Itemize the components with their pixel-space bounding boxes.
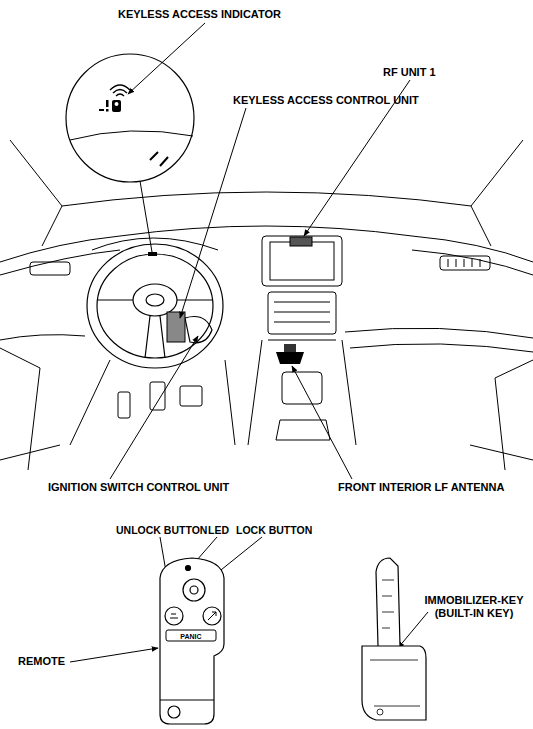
remote-fob-part (168, 706, 180, 718)
magnifier-callout-part (66, 54, 194, 182)
dashboard-outline-part (412, 250, 533, 275)
remote-fob-part (186, 566, 191, 571)
steering-wheel-part (87, 244, 223, 368)
leader-lines-part (110, 336, 198, 479)
part-label: KEYLESS ACCESS CONTROL UNIT (233, 94, 419, 107)
immobilizer-key-part (382, 580, 394, 628)
dashboard-outline-part (448, 259, 480, 267)
magnifier-callout-part (106, 109, 109, 112)
dashboard-outline-part (248, 340, 356, 445)
dashboard-outline-part (270, 242, 334, 280)
dashboard-outline-part (0, 226, 533, 262)
remote-fob-part (170, 614, 178, 618)
dashboard-outline-part (282, 372, 322, 404)
component-shapes-part (290, 237, 312, 246)
leader-lines-part (398, 612, 428, 648)
steering-wheel (87, 244, 223, 368)
dashboard-outline-part (70, 360, 235, 445)
dashboard-outline (0, 140, 533, 470)
immobilizer-key-part (376, 558, 400, 646)
magnifier-callout-part (70, 131, 193, 140)
part-label: FRONT INTERIOR LF ANTENNA (338, 481, 504, 494)
dashboard-outline-part (262, 236, 342, 286)
remote-fob-part (183, 579, 205, 601)
dashboard-outline-part (345, 328, 533, 338)
component-shapes-part (167, 312, 185, 342)
leader-lines-part (292, 366, 352, 479)
steering-wheel-part (146, 294, 164, 306)
dashboard-outline-part (274, 302, 330, 322)
steering-wheel-part (133, 284, 177, 316)
magnifier-callout-part (140, 181, 152, 252)
magnifier-callout-part (99, 109, 104, 111)
dashboard-outline-part (10, 140, 62, 246)
remote-fob (160, 558, 224, 724)
remote-fob-part (160, 700, 214, 701)
immobilizer-key-part (370, 660, 420, 706)
part-label: KEYLESS ACCESS INDICATOR (118, 8, 281, 21)
remote-fob-part (190, 586, 198, 594)
dashboard-outline-part (268, 292, 336, 334)
remote-fob-part (160, 558, 224, 724)
component-shapes (148, 237, 312, 364)
leader-lines-part (128, 23, 205, 94)
dashboard-outline-part (30, 262, 70, 275)
magnifier-callout-part (106, 100, 109, 107)
component-shapes-part (148, 252, 157, 256)
dashboard-outline-part (0, 250, 120, 275)
steering-wheel-part (185, 317, 212, 343)
steering-wheel-part (97, 300, 213, 358)
part-label: RF UNIT 1 (383, 66, 436, 79)
dashboard-outline-part (440, 256, 490, 270)
part-label: UNLOCK BUTTON (116, 524, 207, 537)
dashboard-outline-part (62, 192, 471, 206)
dashboard-outline-part (268, 340, 336, 341)
immobilizer-key (362, 558, 426, 720)
leader-lines (70, 23, 428, 662)
leader-lines-part (70, 648, 158, 662)
part-label: IMMOBILIZER-KEY (BUILT-IN KEY) (418, 594, 530, 620)
component-shapes-part (284, 344, 296, 352)
dashboard-outline-part (0, 335, 85, 340)
dashboard-outline-part (350, 344, 533, 352)
part-label: LED (208, 524, 229, 537)
remote-fob-part (166, 630, 216, 641)
immobilizer-key-part (362, 646, 426, 720)
dashboard-outline-part (0, 445, 533, 460)
dashboard-outline-part (471, 140, 523, 246)
magnifier-callout-part (115, 102, 119, 106)
button-marking: PANIC (166, 631, 216, 642)
leader-lines-part (180, 108, 246, 318)
magnifier-callout (66, 54, 194, 252)
magnifier-callout-part (110, 85, 130, 96)
dashboard-outline-part (180, 386, 202, 406)
component-shapes-part (276, 352, 304, 364)
remote-fob-part (203, 607, 221, 625)
remote-fob-part (165, 607, 183, 625)
dashboard-outline-part (150, 382, 165, 410)
part-label: LOCK BUTTON (236, 524, 312, 537)
dashboard-outline-part (118, 392, 130, 418)
part-label: REMOTE (18, 655, 65, 668)
magnifier-callout-part (112, 100, 121, 112)
remote-fob-part (208, 612, 216, 620)
part-label: IGNITION SWITCH CONTROL UNIT (48, 481, 229, 494)
magnifier-callout-part (150, 152, 168, 166)
dashboard-outline-part (495, 360, 533, 470)
immobilizer-key-part (377, 709, 383, 715)
